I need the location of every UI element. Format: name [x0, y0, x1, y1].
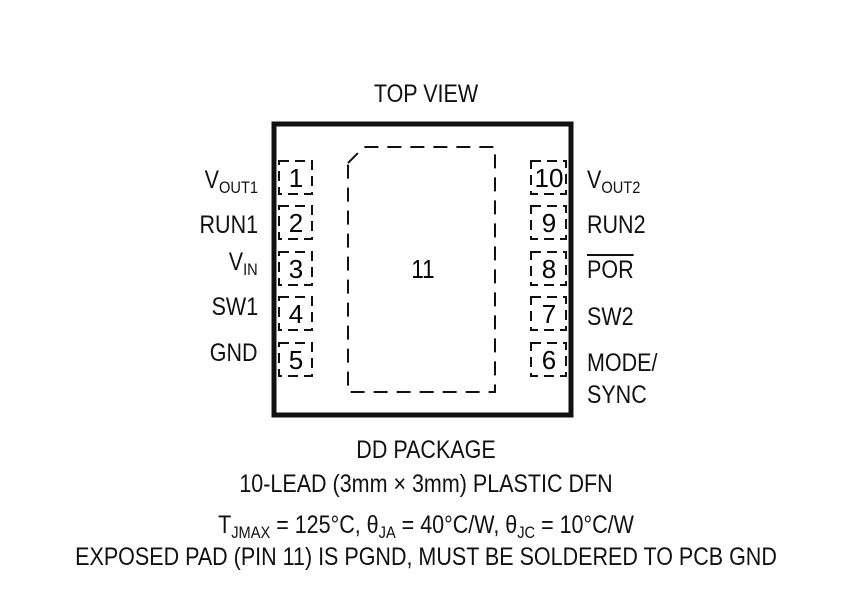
pin-number-7: 7 — [542, 299, 556, 329]
exposed-pad — [347, 146, 496, 393]
pin-label-3: VIN — [229, 248, 258, 279]
pin-pad-10 — [530, 160, 567, 195]
pin-label-6-line2: SYNC — [587, 381, 647, 409]
pin-label-9: RUN2 — [587, 211, 646, 239]
pin-label-6: MODE/ — [587, 349, 658, 377]
pin-number-5: 5 — [289, 345, 303, 375]
view-label: TOP VIEW — [373, 80, 479, 108]
pin-pad-3 — [278, 251, 313, 286]
pin-label-8: POR — [587, 256, 634, 284]
pin-pad-2 — [278, 205, 313, 240]
pin-number-9: 9 — [542, 208, 556, 238]
pin-label-2: RUN1 — [199, 211, 258, 239]
right-pin-pads — [530, 160, 567, 377]
pin-label-4: SW1 — [211, 293, 258, 321]
pin-number-2: 2 — [289, 208, 303, 238]
pin-pad-9 — [530, 205, 567, 240]
exposed-pad-number: 11 — [411, 255, 434, 284]
thermal-specs: TJMAX = 125°C, θJA = 40°C/W, θJC = 10°C/… — [218, 511, 634, 542]
pin-label-7: SW2 — [587, 303, 634, 331]
pin-pad-7 — [530, 296, 567, 331]
pin-pad-1 — [278, 160, 313, 195]
pin-label-5: GND — [210, 339, 258, 367]
pin-number-3: 3 — [289, 254, 303, 284]
pin-label-10: VOUT2 — [587, 166, 641, 197]
pin-number-1: 1 — [289, 163, 303, 193]
right-pin-numbers: 10 9 8 7 6 — [535, 163, 564, 375]
pin-number-4: 4 — [289, 299, 303, 329]
package-body — [271, 121, 574, 418]
pin-pad-4 — [278, 296, 313, 331]
pin-pad-5 — [278, 342, 313, 377]
pin-pad-6 — [530, 342, 567, 377]
pin-label-1: VOUT1 — [204, 166, 258, 197]
pin-pad-8 — [530, 251, 567, 286]
pin-number-8: 8 — [542, 254, 556, 284]
package-name: DD PACKAGE — [356, 436, 496, 464]
package-description: 10-LEAD (3mm × 3mm) PLASTIC DFN — [239, 470, 613, 498]
left-pin-pads — [278, 160, 313, 377]
pin-number-6: 6 — [542, 345, 556, 375]
pin-number-10: 10 — [535, 163, 564, 193]
exposed-pad-note: EXPOSED PAD (PIN 11) IS PGND, MUST BE SO… — [75, 543, 777, 571]
left-pin-numbers: 1 2 3 4 5 — [289, 163, 303, 375]
